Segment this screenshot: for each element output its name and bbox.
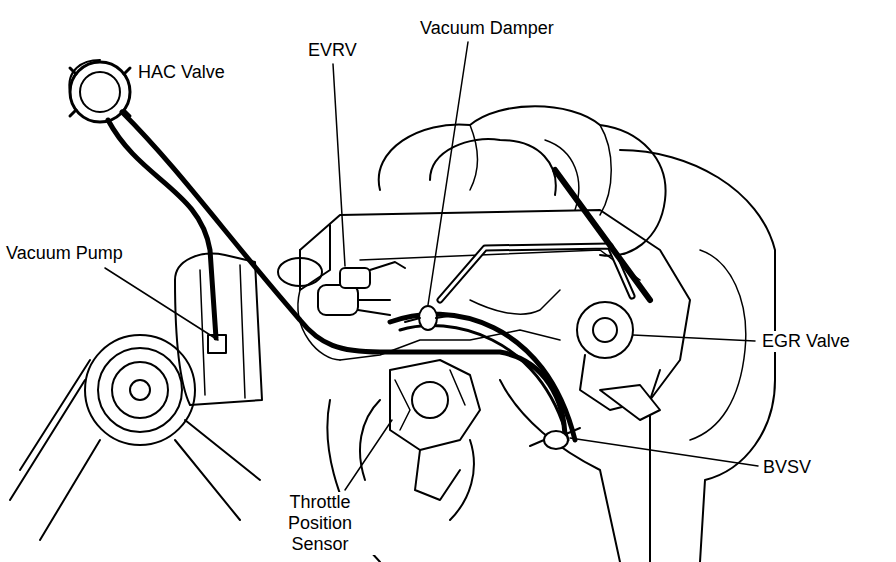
part-label: HAC Valve [136, 62, 227, 83]
part-label: EGR Valve [760, 331, 852, 352]
part-label: Vacuum Pump [4, 243, 125, 264]
part-label: EVRV [306, 40, 359, 61]
part-label: Vacuum Damper [418, 18, 556, 39]
part-label: Throttle Position Sensor [262, 492, 378, 555]
part-label: BVSV [761, 457, 813, 478]
